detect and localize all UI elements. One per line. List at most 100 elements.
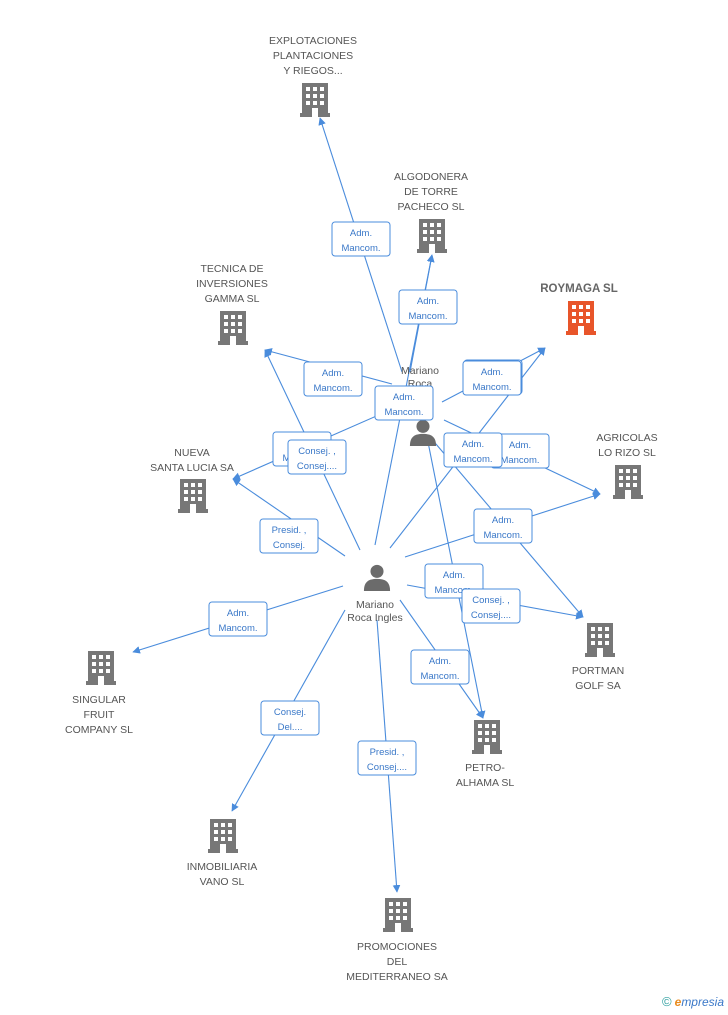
edge-label-line: Consej. xyxy=(274,707,306,718)
company-node-portman[interactable]: PORTMAN GOLF SA xyxy=(572,623,624,692)
edge-label-line: Mancom. xyxy=(408,311,447,322)
building-icon xyxy=(613,465,643,499)
edge-label-box xyxy=(410,649,470,685)
edge-label-mariano2-algodonera[interactable]: Adm. Mancom. xyxy=(374,385,434,421)
company-name-line: ROYMAGA SL xyxy=(540,283,618,295)
edge-label-box xyxy=(287,439,347,475)
company-node-roymaga[interactable]: ROYMAGA SL xyxy=(540,283,618,335)
edge-label-line: Adm. xyxy=(393,392,415,403)
company-name-line: SINGULAR xyxy=(72,694,126,706)
edge-label-box xyxy=(461,588,521,624)
company-name-line: PORTMAN xyxy=(572,665,624,677)
company-name-line: COMPANY SL xyxy=(65,724,133,736)
edge-label-box xyxy=(357,740,417,776)
building-icon xyxy=(417,219,447,253)
edge-label-box xyxy=(374,385,434,421)
edge-labels-layer: Adm. Mancom. Adm. Mancom. Adm. Mancom. Adm. Man… xyxy=(208,221,550,776)
company-node-petro[interactable]: PETRO-ALHAMA SL xyxy=(456,720,515,789)
person-name-line: Mariano xyxy=(356,599,394,611)
edge-label-line: Mancom. xyxy=(384,407,423,418)
edge-label-box xyxy=(259,518,319,554)
nodes-layer: EXPLOTACIONES PLANTACIONES Y RIEGOS... ALGO… xyxy=(65,35,658,983)
edge-label-line: Adm. xyxy=(322,368,344,379)
building-icon xyxy=(472,720,502,754)
edge-label-line: Consej. , xyxy=(298,446,336,457)
edge-label-line: Mancom. xyxy=(483,530,522,541)
edge-label-mariano2-petro[interactable]: Adm. Mancom. xyxy=(410,649,470,685)
building-icon xyxy=(208,819,238,853)
person-name-line: Mariano xyxy=(401,365,439,377)
edge-label-line: Mancom. xyxy=(453,454,492,465)
footer-brand[interactable]: ©empresia xyxy=(662,994,724,1009)
person-icon xyxy=(409,419,437,446)
company-name-line: INVERSIONES xyxy=(196,278,268,290)
company-name-line: DEL xyxy=(387,956,408,968)
edge-label-line: Consej.... xyxy=(471,610,511,621)
edge-label-mariano2-roymaga[interactable]: Adm.Mancom. xyxy=(462,360,522,396)
edge-label-mariano2-tecnica[interactable]: Consej. ,Consej.... xyxy=(287,439,347,475)
edge-label-mariano2-inmobiliaria[interactable]: Consej. Del.... xyxy=(260,700,320,736)
company-name-line: AGRICOLAS xyxy=(596,432,657,444)
building-icon xyxy=(86,651,116,685)
edge-label-line: Adm. xyxy=(509,440,531,451)
company-name-line: GAMMA SL xyxy=(205,293,260,305)
edge-label-box xyxy=(443,432,503,468)
edge-label-mariano1-explotaciones[interactable]: Adm. Mancom. xyxy=(331,221,391,257)
company-name-line: Y RIEGOS... xyxy=(283,65,342,77)
edge-label-box xyxy=(398,289,458,325)
edge-label-mariano2-promociones[interactable]: Presid. ,Consej.... xyxy=(357,740,417,776)
company-node-tecnica[interactable]: TECNICA DE INVERSIONES GAMMA SL xyxy=(196,263,268,345)
edge-label-line: Mancom. xyxy=(313,383,352,394)
edge-label-box xyxy=(462,360,522,396)
company-name-line: ALHAMA SL xyxy=(456,777,515,789)
edge-label-line: Adm. xyxy=(429,656,451,667)
edge-label-mariano2-nueva[interactable]: Presid. , Consej. xyxy=(259,518,319,554)
edge-label-line: Mancom. xyxy=(341,243,380,254)
brand-logo-text: mpresia xyxy=(681,995,724,1009)
edge-mariano2-to-nueva xyxy=(232,478,346,557)
edge-label-line: Presid. , xyxy=(272,525,307,536)
company-name-line: PROMOCIONES xyxy=(357,941,437,953)
edge-label-line: Adm. xyxy=(462,439,484,450)
edge-label-box xyxy=(260,700,320,736)
edge-label-box xyxy=(331,221,391,257)
edge-label-line: Del.... xyxy=(278,722,303,733)
building-icon xyxy=(218,311,248,345)
edge-label-line: Mancom. xyxy=(420,671,459,682)
edge-label-mariano2-agricolas[interactable]: Adm.Mancom. xyxy=(473,508,533,544)
company-name-line: GOLF SA xyxy=(575,680,621,692)
building-icon xyxy=(383,898,413,932)
edge-label-mariano1-algodonera[interactable]: Adm. Mancom. xyxy=(398,289,458,325)
company-name-line: LO RIZO SL xyxy=(598,447,656,459)
person-icon xyxy=(363,564,391,591)
company-name-line: PACHECO SL xyxy=(398,201,465,213)
company-name-line: TECNICA DE xyxy=(200,263,263,275)
copyright-symbol: © xyxy=(662,994,672,1009)
company-name-line: MEDITERRANEO SA xyxy=(346,971,448,983)
company-name-line: EXPLOTACIONES xyxy=(269,35,357,47)
edge-label-mariano2-portman[interactable]: Consej. ,Consej.... xyxy=(461,588,521,624)
edge-label-line: Mancom. xyxy=(218,623,257,634)
edge-label-line: Consej. xyxy=(273,540,305,551)
company-node-agricolas[interactable]: AGRICOLAS LO RIZO SL xyxy=(596,432,658,499)
brand-logo-e: e xyxy=(674,995,682,1009)
edge-label-line: Adm. xyxy=(350,228,372,239)
company-name-line: PLANTACIONES xyxy=(273,50,353,62)
company-node-promociones[interactable]: PROMOCIONES DEL MEDITERRANEO SA xyxy=(346,898,448,983)
edge-label-mariano2-singular[interactable]: Adm.Mancom. xyxy=(208,601,268,637)
edge-label-mariano1-tecnica[interactable]: Adm. Mancom. xyxy=(303,361,363,397)
edge-label-line: Adm. xyxy=(481,367,503,378)
edge-label-box xyxy=(208,601,268,637)
company-name-line: VANO SL xyxy=(200,876,245,888)
edge-label-line: Adm. xyxy=(417,296,439,307)
company-node-explotaciones[interactable]: EXPLOTACIONES PLANTACIONES Y RIEGOS... xyxy=(269,35,357,117)
building-icon xyxy=(178,479,208,513)
company-name-line: SANTA LUCIA SA xyxy=(150,462,234,474)
edge-label-mariano1-portman[interactable]: Adm. Mancom. xyxy=(443,432,503,468)
